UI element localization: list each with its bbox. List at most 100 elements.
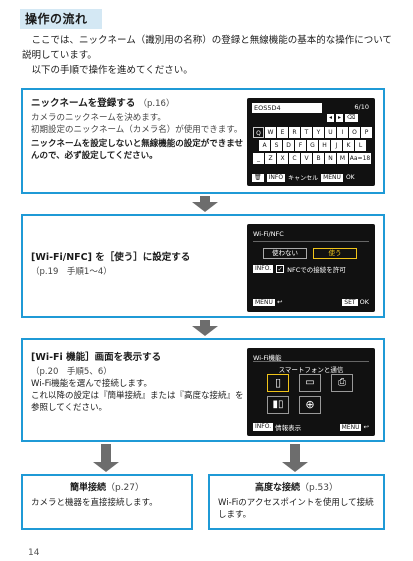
result-advanced-title-text: 高度な接続 xyxy=(254,483,300,493)
flow-arrow-1 xyxy=(192,196,218,212)
key: L xyxy=(355,140,366,151)
set-ok: SET OK xyxy=(342,298,369,307)
key: P xyxy=(361,127,372,138)
result-easy-title: 簡単接続（p.27） xyxy=(31,482,183,494)
menu-back: MENU ↩ xyxy=(253,298,282,307)
cursor-right-icon: ▸ xyxy=(336,114,344,122)
key: C xyxy=(289,153,300,164)
key: N xyxy=(325,153,336,164)
nickname-entry-field: EOS5D4 xyxy=(252,103,322,113)
keyboard-footer: 🗑 INFO キャンセル MENU OK xyxy=(252,173,370,182)
step-nickname-line-1: カメラのニックネームを決めます。 xyxy=(31,113,166,123)
back-icon: ↩ xyxy=(276,298,283,306)
result-advanced-ref: （p.53） xyxy=(299,483,339,493)
step-nickname-title-text: ニックネームを登録する xyxy=(31,98,136,109)
step-wifi-nfc: [Wi-Fi/NFC] を［使う］に設定する （p.19 手順1～4） Wi-F… xyxy=(21,214,385,318)
step-wifi-function-line-1: Wi-Fi機能を選んで接続します。 xyxy=(31,379,153,389)
camera-transfer-icon: ▮▯ xyxy=(267,396,289,414)
cursor-arrows: ◂ ▸ ⌫ xyxy=(327,114,358,122)
printer-icon: ⎙ xyxy=(331,374,353,392)
key: K xyxy=(343,140,354,151)
step-wifi-function: [Wi-Fi 機能］画面を表示する （p.20 手順5、6） Wi-Fi機能を選… xyxy=(21,338,385,442)
result-easy-text: カメラと機器を直接接続します。 xyxy=(31,498,158,508)
step-wifi-function-title: [Wi-Fi 機能］画面を表示する xyxy=(31,352,162,363)
key: J xyxy=(331,140,342,151)
step-wifi-function-line-2: これ以降の設定は『簡単接続』または『高度な接続』を参照してください。 xyxy=(31,391,244,413)
page-number: 14 xyxy=(28,548,40,558)
intro-paragraph-2: 以下の手順で操作を進めてください。 xyxy=(31,65,193,76)
screen-title: Wi-Fi機能 xyxy=(253,354,282,362)
ok-label: OK xyxy=(359,298,369,306)
key: O xyxy=(349,127,360,138)
underscore-key: _ xyxy=(253,153,264,164)
intro-paragraph-1: ここでは、ニックネーム（識別用の名称）の登録と無線機能の基本的な操作について説明… xyxy=(22,35,392,61)
info-badge: INFO xyxy=(266,173,286,182)
char-counter: 6/10 xyxy=(354,103,369,111)
step-wifi-function-ref: （p.20 手順5、6） xyxy=(31,367,112,377)
key: Y xyxy=(313,127,324,138)
result-advanced-connection: 高度な接続（p.53） Wi-Fiのアクセスポイントを使用して接続します。 xyxy=(208,474,385,530)
info-badge: INFO. xyxy=(253,423,274,431)
set-badge: SET xyxy=(342,299,358,306)
key: F xyxy=(295,140,306,151)
result-advanced-text: Wi-Fiのアクセスポイントを使用して接続します。 xyxy=(218,498,374,520)
ok-label: OK xyxy=(345,174,355,181)
smartphone-icon: ▯ xyxy=(267,374,289,392)
key: A xyxy=(259,140,270,151)
nfc-row: INFO. ✓ NFCでの接続を許可 xyxy=(253,264,346,274)
computer-icon: ▭ xyxy=(299,374,321,392)
result-easy-connection: 簡単接続（p.27） カメラと機器を直接接続します。 xyxy=(21,474,193,530)
mode-key: Aa=18 xyxy=(349,153,371,164)
back-icon: ↩ xyxy=(363,423,369,431)
key: E xyxy=(277,127,288,138)
step-nickname-text: ニックネームを登録する （p.16） カメラのニックネームを決めます。 初期設定… xyxy=(31,98,249,162)
key: W xyxy=(265,127,276,138)
step-wifi-nfc-title: [Wi-Fi/NFC] を［使う］に設定する xyxy=(31,252,191,263)
step-nickname: ニックネームを登録する （p.16） カメラのニックネームを決めます。 初期設定… xyxy=(21,88,385,194)
checkbox-checked-icon: ✓ xyxy=(276,265,285,273)
screen-title: Wi-Fi/NFC xyxy=(253,230,284,238)
step-nickname-ref: （p.16） xyxy=(138,99,175,109)
delete-icon: ⌫ xyxy=(345,114,358,122)
key: S xyxy=(271,140,282,151)
key: M xyxy=(337,153,348,164)
key: Q xyxy=(253,127,264,138)
step-nickname-title: ニックネームを登録する （p.16） xyxy=(31,98,249,110)
step-nickname-warning: ニックネームを設定しないと無線機能の設定ができませんので、必ず設定してください。 xyxy=(31,139,243,161)
key: H xyxy=(319,140,330,151)
step-wifi-function-text: [Wi-Fi 機能］画面を表示する （p.20 手順5、6） Wi-Fi機能を選… xyxy=(31,352,249,414)
trash-icon: 🗑 xyxy=(252,173,264,182)
cursor-left-icon: ◂ xyxy=(327,114,335,122)
flow-arrow-2 xyxy=(192,320,218,336)
intro-text: ここでは、ニックネーム（識別用の名称）の登録と無線機能の基本的な操作について説明… xyxy=(22,33,394,78)
key: D xyxy=(283,140,294,151)
step-wifi-nfc-ref: （p.19 手順1～4） xyxy=(31,267,112,277)
wifi-function-screen: Wi-Fi機能 スマートフォンと通信 ▯ ▭ ⎙ ▮▯ ⊕ INFO. 情報表示… xyxy=(247,348,375,436)
result-advanced-title: 高度な接続（p.53） xyxy=(218,482,375,494)
key: T xyxy=(301,127,312,138)
info-row: INFO. 情報表示 xyxy=(253,422,301,432)
keyboard-row-3: _ Z X C V B N M Aa=18 xyxy=(253,153,371,164)
cancel-label: キャンセル xyxy=(288,175,319,182)
result-easy-ref: （p.27） xyxy=(105,483,145,493)
section-title: 操作の流れ xyxy=(20,9,102,29)
step-wifi-nfc-text: [Wi-Fi/NFC] を［使う］に設定する （p.19 手順1～4） xyxy=(31,252,249,278)
keyboard-screen: EOS5D4 6/10 ◂ ▸ ⌫ Q W E R T Y U I O P A … xyxy=(247,98,375,186)
key: B xyxy=(313,153,324,164)
menu-badge: MENU xyxy=(253,299,275,306)
info-badge: INFO. xyxy=(253,265,274,273)
menu-badge: MENU xyxy=(339,424,362,431)
keyboard-row-2: A S D F G H J K L xyxy=(259,140,366,151)
menu-back: MENU ↩ xyxy=(339,423,369,432)
flow-arrow-right xyxy=(282,444,308,472)
key: U xyxy=(325,127,336,138)
web-service-icon: ⊕ xyxy=(299,396,321,414)
wifi-nfc-screen: Wi-Fi/NFC 使わない 使う INFO. ✓ NFCでの接続を許可 MEN… xyxy=(247,224,375,312)
key: I xyxy=(337,127,348,138)
option-on: 使う xyxy=(313,248,357,259)
nfc-label: NFCでの接続を許可 xyxy=(287,266,346,274)
key: X xyxy=(277,153,288,164)
option-off: 使わない xyxy=(263,248,307,259)
key: R xyxy=(289,127,300,138)
menu-badge: MENU xyxy=(321,173,343,182)
